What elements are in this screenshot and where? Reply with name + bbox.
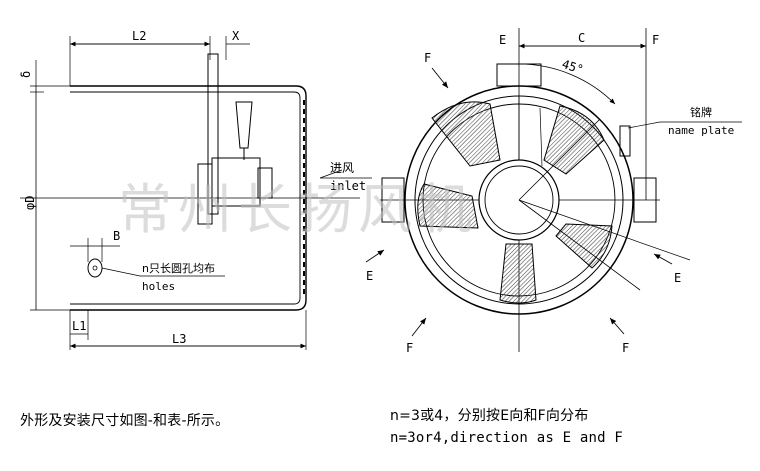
- dim-X-label: X: [232, 29, 240, 43]
- holes-label-en: holes: [142, 280, 175, 293]
- label-E-left: E: [366, 269, 373, 283]
- label-F-upper-left: F: [424, 51, 431, 65]
- inlet-label-cn: 进风: [330, 161, 354, 175]
- side-view-labels: L2 X δ φD B L1 L3 进风 inlet n只长圆孔均布 holes: [19, 29, 366, 346]
- dim-L1-label: L1: [72, 319, 86, 333]
- arrow-E-left: [365, 249, 385, 263]
- arrow-E-right: [653, 253, 673, 265]
- blade-left: [417, 183, 479, 229]
- dim-diameter-label: φD: [23, 196, 37, 210]
- arrow-F-lower-right: [609, 317, 625, 335]
- right-lug: [633, 177, 657, 223]
- dim-C-label: C: [578, 31, 585, 45]
- label-E-top: E: [499, 33, 506, 47]
- arrow-F-upper-left: [431, 67, 449, 89]
- hub-inner: [484, 165, 554, 235]
- dim-L2-label: L2: [132, 29, 146, 43]
- angle-label: 45°: [560, 57, 585, 77]
- left-lug: [381, 177, 405, 223]
- caption-right-cn: n=3或4，分别按E向和F向分布: [390, 408, 589, 424]
- front-view: [365, 28, 742, 352]
- holes-label-cn: n只长圆孔均布: [142, 262, 215, 275]
- oblong-hole: [87, 258, 103, 278]
- dim-B-label: B: [113, 229, 120, 243]
- motor-shaft: [207, 53, 219, 215]
- motor-end: [257, 167, 273, 199]
- nameplate-label-en: name plate: [668, 124, 734, 137]
- label-F-lower-left: F: [406, 341, 413, 355]
- label-E-right: E: [674, 271, 681, 285]
- dim-delta-label: δ: [19, 71, 33, 78]
- label-F-top: F: [652, 33, 659, 47]
- watermark: 常州长扬风机: [118, 178, 478, 241]
- nameplate-label-cn: 铭牌: [690, 105, 712, 119]
- dim-L3-label: L3: [172, 332, 186, 346]
- inlet-label-en: inlet: [330, 179, 366, 193]
- top-lug: [496, 63, 542, 87]
- blade-upper-right: [543, 105, 605, 175]
- caption-left: 外形及安装尺寸如图-和表-所示。: [20, 413, 230, 429]
- front-view-labels: E F C 45° F E E F F 铭牌 name plate: [366, 31, 734, 355]
- arrow-F-lower-left: [411, 317, 427, 337]
- impeller-blades: [417, 101, 613, 304]
- nameplate-tab: [619, 125, 631, 157]
- side-view: [20, 36, 372, 350]
- angle-line: [518, 118, 601, 201]
- blade-right: [555, 223, 613, 269]
- caption-right-en: n=3or4,direction as E and F: [390, 430, 623, 446]
- blade-bottom: [499, 243, 537, 304]
- angle-arc: [518, 63, 616, 105]
- blade-side-profile: [235, 101, 253, 149]
- label-F-lower-right: F: [622, 341, 629, 355]
- blade-upper-left: [431, 101, 501, 167]
